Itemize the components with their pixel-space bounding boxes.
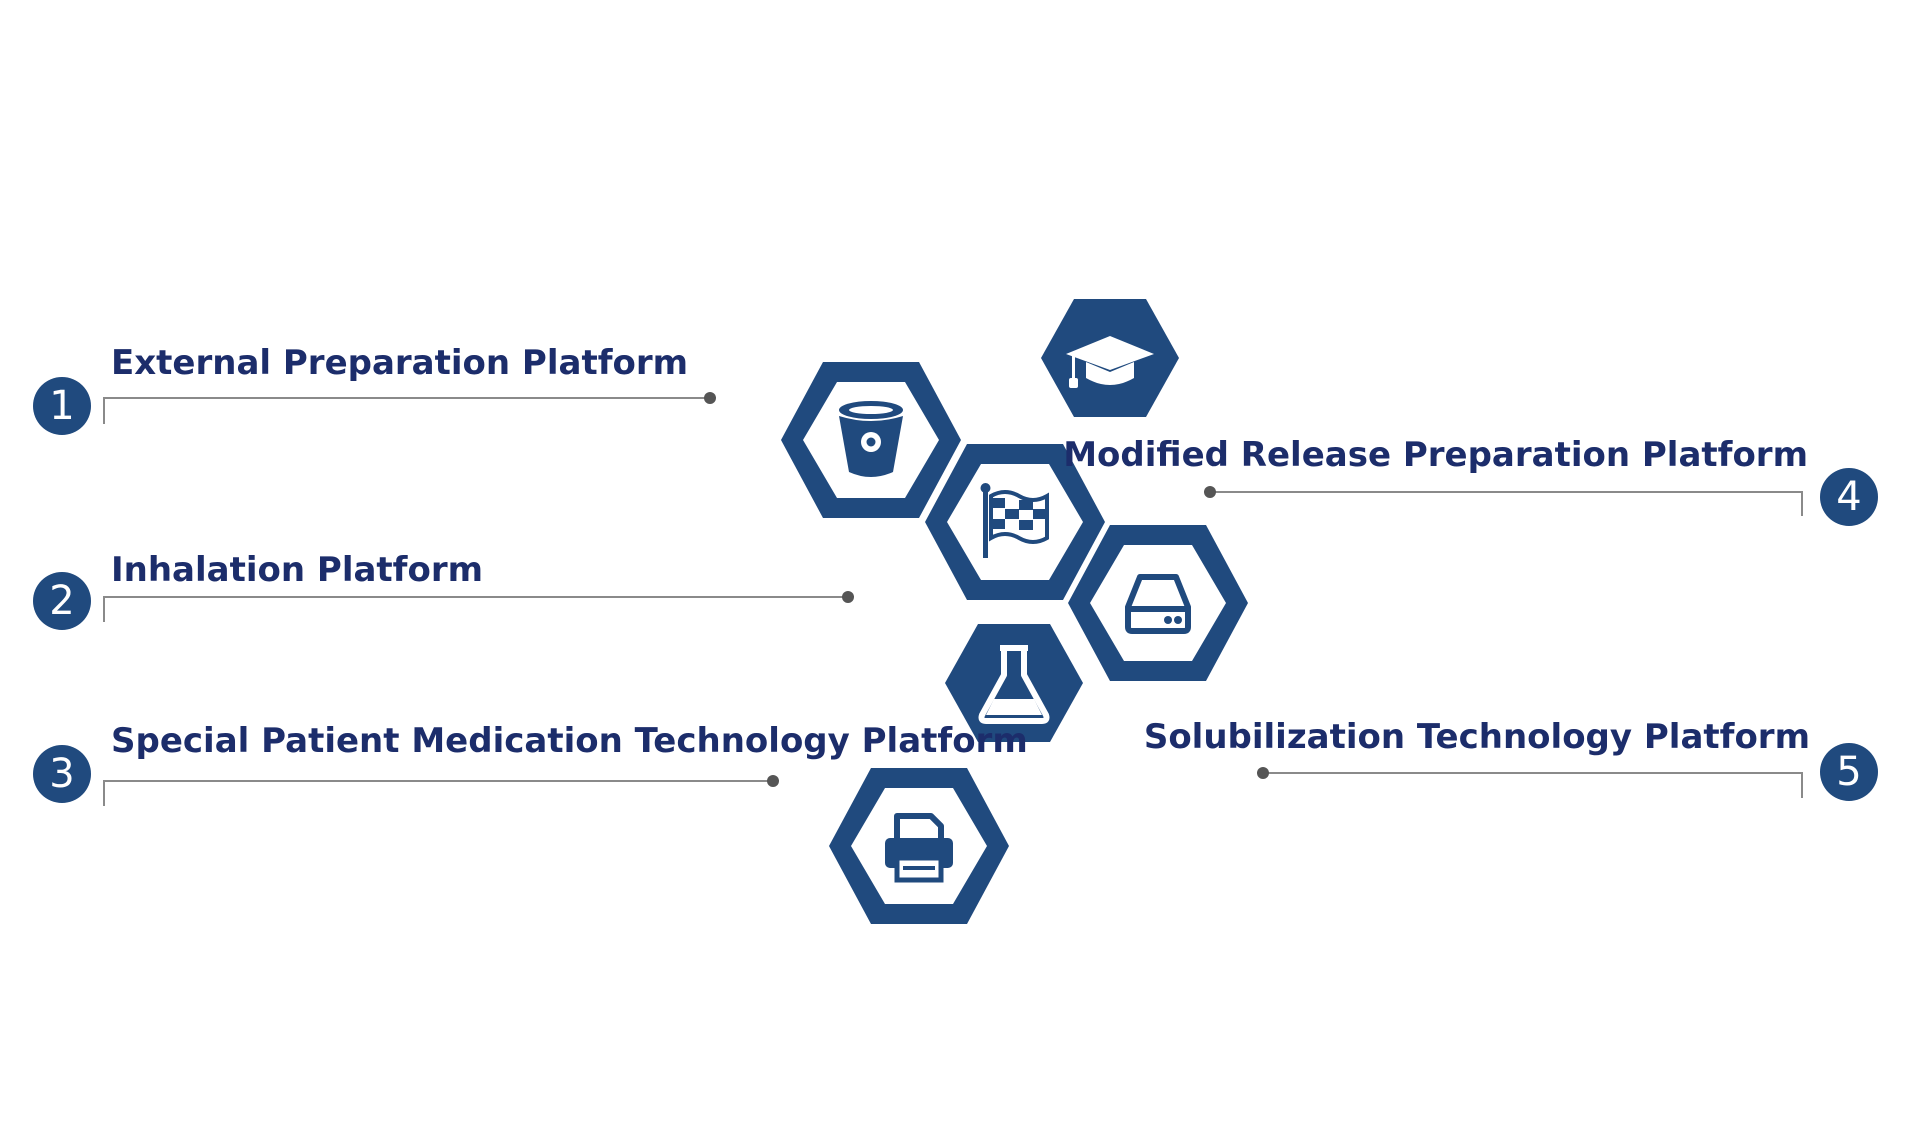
bucket-icon bbox=[839, 401, 903, 477]
connector-dot-3 bbox=[767, 775, 779, 787]
hexagon-3 bbox=[925, 444, 1105, 600]
hexagon-2 bbox=[1041, 299, 1179, 417]
hard-drive-icon bbox=[1125, 574, 1191, 634]
number-badge-4: 4 bbox=[1820, 468, 1878, 526]
hexagon-1 bbox=[781, 362, 961, 518]
graduation-cap-icon bbox=[1066, 336, 1154, 388]
connector-4 bbox=[1210, 491, 1803, 516]
platform-label-4: Modified Release Preparation Platform bbox=[1063, 435, 1808, 475]
hexagon-5 bbox=[945, 624, 1083, 742]
connector-1 bbox=[103, 397, 710, 424]
connector-dot-4 bbox=[1204, 486, 1216, 498]
connector-dot-1 bbox=[704, 392, 716, 404]
hexagon-6 bbox=[829, 768, 1009, 924]
hexagon-4 bbox=[1068, 525, 1248, 681]
connector-5 bbox=[1263, 772, 1803, 798]
number-badge-5: 5 bbox=[1820, 743, 1878, 801]
printer-icon bbox=[885, 813, 953, 883]
flask-icon bbox=[978, 645, 1050, 724]
connector-dot-2 bbox=[842, 591, 854, 603]
connector-2 bbox=[103, 596, 848, 622]
connectors bbox=[103, 392, 1803, 806]
number-badge-2: 2 bbox=[33, 572, 91, 630]
number-badge-1: 1 bbox=[33, 377, 91, 435]
platform-label-2: Inhalation Platform bbox=[111, 550, 484, 590]
connector-3 bbox=[103, 780, 773, 806]
checkered-flag-icon bbox=[980, 483, 1049, 558]
platform-label-3: Special Patient Medication Technology Pl… bbox=[111, 721, 1028, 761]
platform-label-5: Solubilization Technology Platform bbox=[1143, 717, 1810, 757]
platform-label-1: External Preparation Platform bbox=[111, 343, 689, 383]
connector-dot-5 bbox=[1257, 767, 1269, 779]
number-badge-3: 3 bbox=[33, 745, 91, 803]
